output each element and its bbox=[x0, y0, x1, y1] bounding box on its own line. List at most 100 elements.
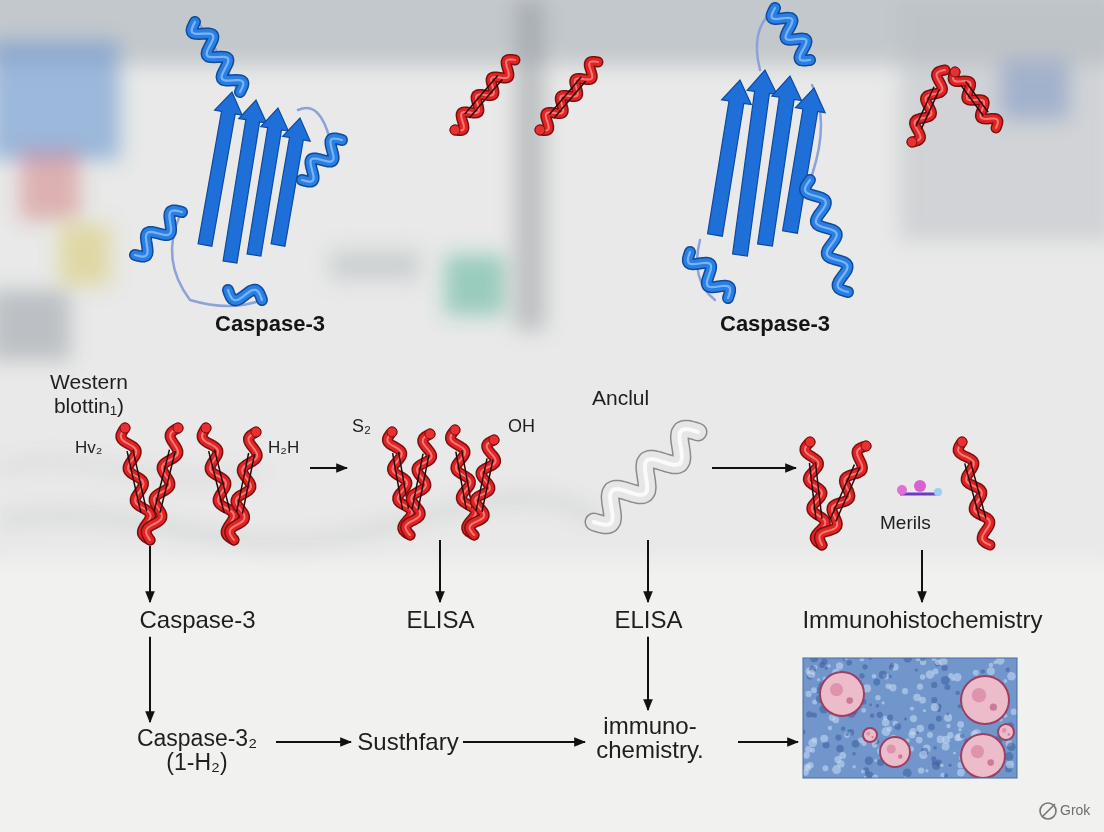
red-helix bbox=[470, 440, 496, 535]
tissue-texture bbox=[877, 712, 883, 718]
text-slot: S₂ bbox=[352, 416, 371, 437]
watermark: Grok bbox=[1060, 802, 1090, 819]
tissue-texture bbox=[903, 769, 912, 778]
red-helix bbox=[146, 428, 178, 540]
helix-axis-line bbox=[469, 79, 502, 118]
tissue-texture bbox=[832, 717, 839, 724]
helix-axis-line bbox=[127, 451, 141, 513]
red-helix bbox=[958, 442, 990, 545]
helix-end bbox=[950, 67, 960, 77]
helix-axis-line bbox=[815, 462, 822, 519]
helix-axis-line bbox=[809, 463, 816, 520]
tissue-texture bbox=[844, 732, 850, 738]
tissue-texture bbox=[904, 658, 912, 663]
stained-cell bbox=[863, 728, 877, 742]
alpha-helix bbox=[688, 252, 730, 298]
tissue-texture bbox=[836, 745, 844, 753]
alpha-helix bbox=[192, 22, 244, 92]
red-helix bbox=[958, 442, 990, 545]
alpha-helix bbox=[192, 22, 244, 92]
text-node: Susthfary bbox=[353, 726, 463, 759]
text-node: Caspase-3₂ (1-H₂) bbox=[118, 724, 276, 776]
red-helix bbox=[912, 70, 945, 142]
tissue-texture bbox=[811, 687, 817, 693]
tissue-texture bbox=[932, 761, 936, 765]
tissue-texture bbox=[941, 665, 947, 671]
alpha-helix bbox=[302, 139, 342, 182]
helix-end bbox=[450, 125, 460, 135]
tissue-texture bbox=[937, 736, 945, 744]
red-helix bbox=[912, 70, 945, 142]
flow-arrow bbox=[276, 741, 351, 743]
helix-axis-line bbox=[133, 450, 147, 512]
tissue-texture bbox=[918, 767, 924, 773]
red-helix bbox=[958, 442, 990, 545]
text-node: ELISA bbox=[402, 604, 479, 637]
text-node: Caspase-3 bbox=[135, 604, 260, 637]
flow-arrow bbox=[921, 550, 923, 602]
tissue-texture bbox=[825, 667, 828, 670]
tissue-texture bbox=[803, 769, 809, 776]
tissue-texture bbox=[846, 660, 852, 666]
arrow-to-image bbox=[738, 741, 798, 743]
histology-image bbox=[803, 658, 1017, 778]
tissue-texture bbox=[933, 746, 937, 750]
red-helix bbox=[953, 72, 998, 128]
red-helix bbox=[455, 59, 515, 130]
tissue-texture bbox=[827, 664, 830, 667]
tissue-texture bbox=[957, 769, 965, 777]
cell-nucleus bbox=[846, 697, 853, 704]
tissue-texture bbox=[862, 664, 867, 669]
tissue-texture bbox=[933, 669, 939, 675]
text-slot: Anclul bbox=[592, 386, 649, 410]
step-label: Caspase-3 bbox=[139, 606, 256, 635]
alpha-helix bbox=[135, 211, 182, 257]
tissue-texture bbox=[993, 661, 997, 665]
red-helix bbox=[912, 70, 945, 142]
ligand-atom bbox=[897, 485, 907, 495]
flow-arrow bbox=[647, 637, 649, 710]
helix-axis-line bbox=[242, 454, 254, 513]
tissue-texture bbox=[931, 703, 939, 711]
tissue-texture bbox=[996, 658, 1004, 665]
tissue-texture bbox=[916, 725, 924, 733]
cell-nucleus bbox=[866, 732, 870, 736]
alpha-helix bbox=[135, 211, 182, 257]
step-label: immuno- chemistry. bbox=[591, 714, 709, 762]
protein-coil bbox=[172, 215, 262, 306]
tissue-texture bbox=[908, 731, 915, 738]
red-helix bbox=[953, 72, 998, 128]
cell-nucleus bbox=[898, 754, 903, 759]
stained-cell bbox=[998, 724, 1014, 740]
tissue-texture bbox=[953, 673, 961, 681]
flow-arrow bbox=[647, 540, 649, 602]
helix-end bbox=[535, 125, 545, 135]
tissue-texture bbox=[1011, 709, 1017, 715]
tissue-texture bbox=[1005, 752, 1014, 761]
tissue-texture bbox=[910, 707, 914, 711]
alpha-helix bbox=[688, 252, 730, 298]
tissue-texture bbox=[935, 659, 941, 665]
helix-axis-line bbox=[418, 455, 429, 511]
protein-ribbons bbox=[120, 8, 998, 545]
tissue-texture bbox=[835, 734, 841, 740]
tissue-texture bbox=[821, 658, 827, 664]
tissue-texture bbox=[861, 708, 866, 713]
text-node: ELISA bbox=[610, 604, 687, 637]
helix-axis-line bbox=[237, 453, 249, 512]
stained-cell bbox=[961, 734, 1005, 778]
tissue-texture bbox=[931, 682, 937, 688]
watermark-logo bbox=[1040, 803, 1056, 819]
flow-arrow bbox=[149, 637, 151, 722]
helix-axis-line bbox=[215, 450, 230, 512]
alpha-helix bbox=[302, 139, 342, 182]
tissue-texture bbox=[932, 761, 941, 770]
tissue-texture bbox=[958, 728, 962, 732]
alpha-helix bbox=[192, 22, 244, 92]
alpha-helix bbox=[192, 22, 244, 92]
grey-helix bbox=[594, 429, 698, 525]
illustrated-group: Western blottin₁)Hv₂H₂H bbox=[25, 366, 310, 546]
alpha-helix bbox=[302, 139, 342, 182]
tissue-texture bbox=[1007, 672, 1016, 681]
